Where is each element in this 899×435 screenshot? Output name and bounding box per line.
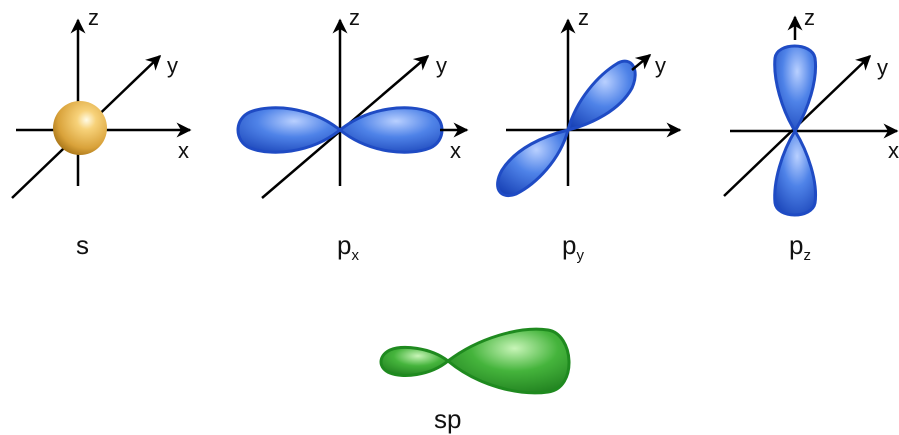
s-orbital-sphere <box>53 101 107 155</box>
py-panel: z y <box>496 5 682 197</box>
py-orbital-lobes <box>496 59 637 197</box>
orbital-label-px: px <box>337 230 359 264</box>
sp-orbital <box>379 327 571 395</box>
pz-panel: z y x <box>723 5 899 217</box>
label-base: p <box>337 230 352 260</box>
x-axis-label: x <box>178 138 189 163</box>
pz-orbital-lobes <box>773 44 818 217</box>
label-subscript: y <box>576 247 584 264</box>
z-axis-label: z <box>804 5 815 30</box>
orbital-label-sp: sp <box>434 404 461 435</box>
label-subscript: x <box>351 247 359 264</box>
label-subscript: z <box>803 247 811 264</box>
y-axis-label: y <box>655 53 666 78</box>
y-axis-label: y <box>877 55 888 80</box>
label-base: s <box>76 230 89 260</box>
s-panel: z y x <box>11 5 192 199</box>
label-base: p <box>562 230 577 260</box>
px-panel: z y x <box>236 5 469 199</box>
orbital-label-py: py <box>562 230 584 264</box>
label-base: p <box>789 230 804 260</box>
z-axis-label: z <box>349 5 360 30</box>
px-orbital-lobes <box>236 106 444 154</box>
z-axis-label: z <box>578 5 589 30</box>
x-axis-label: x <box>888 138 899 163</box>
orbital-label-s: s <box>76 230 89 261</box>
orbital-label-pz: pz <box>789 230 811 264</box>
z-axis-label: z <box>88 5 99 30</box>
y-axis <box>631 54 652 71</box>
x-axis-label: x <box>450 138 461 163</box>
label-base: sp <box>434 404 462 434</box>
y-axis-label: y <box>167 53 178 78</box>
y-axis-label: y <box>436 53 447 78</box>
